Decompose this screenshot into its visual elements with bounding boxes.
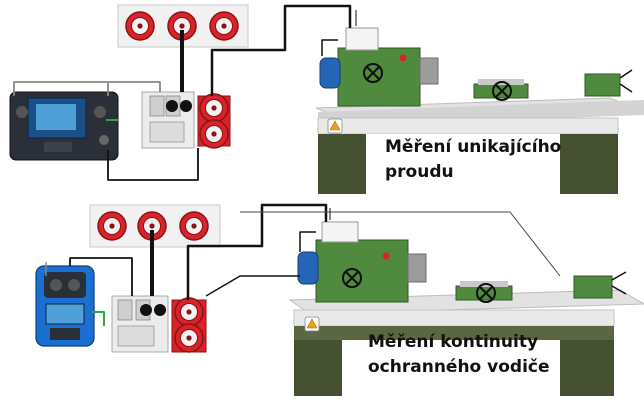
warning-sign-icon [304,316,320,332]
tailstock-bottom [573,275,613,299]
socket-icon [179,211,209,241]
caption-line: proudu [385,162,454,182]
caption-line: Měření unikajícího [385,137,562,157]
red-plug-adapter-bottom [171,297,207,353]
socket-icon [209,11,239,41]
multifunction-tester-bottom [35,265,95,347]
warning-sign-icon [327,118,343,134]
socket-icon [125,11,155,41]
caption-protective-conductor-continuity: Měření kontinuity ochranného vodiče [368,330,550,380]
workbench-top [315,97,644,194]
distribution-box-top [141,91,195,149]
red-plug-adapter-top [197,93,231,149]
tailstock-top [584,73,621,97]
installation-tester-top [9,91,119,161]
caption-line: Měření kontinuity [368,332,539,352]
machine-headstock-top [319,27,439,107]
workbench-bottom [288,289,644,398]
distribution-box-bottom [111,295,169,353]
top-scene [9,4,644,194]
machine-headstock-bottom [297,221,427,303]
socket-icon [97,211,127,241]
cables-bottom [45,203,561,326]
cross-slide-bottom [455,285,513,301]
caption-line: ochranného vodiče [368,357,550,377]
cables-top [13,4,357,181]
caption-leakage-current: Měření unikajícího proudu [385,135,561,185]
bottom-scene [35,203,644,398]
